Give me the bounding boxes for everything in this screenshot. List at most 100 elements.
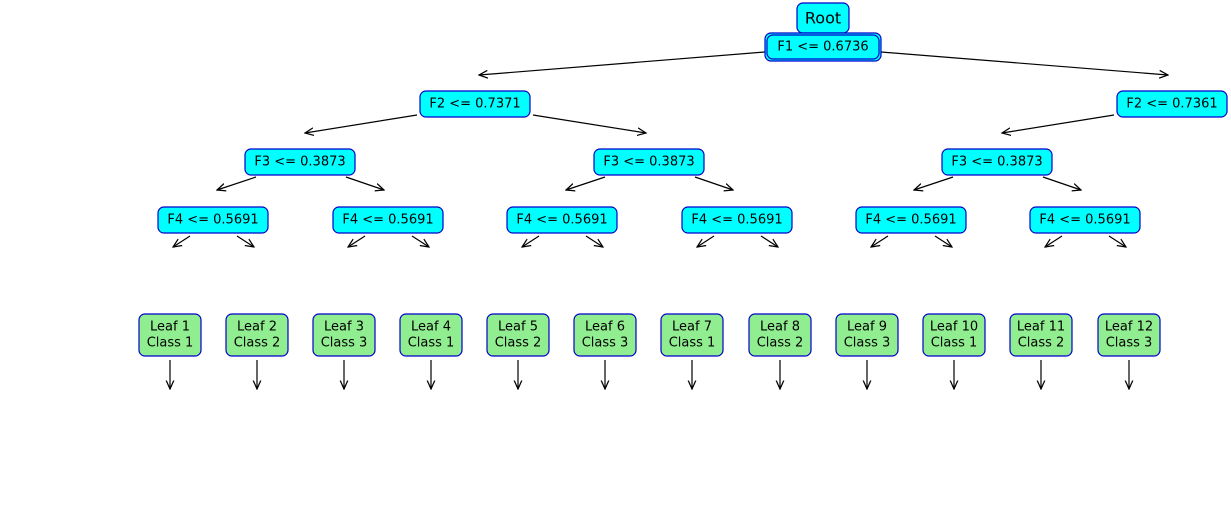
edge-f2-2-left [1002, 114, 1115, 133]
leaf-node-6-box [573, 313, 637, 357]
leaf-node-9-box [835, 313, 899, 357]
edge-f4-5-left [871, 235, 889, 247]
leaf-node-1-box [138, 313, 202, 357]
split-node-f2-2-box [1116, 90, 1228, 118]
split-node-f1-label: F1 <= 0.6736 [777, 40, 868, 55]
leaf-node-9-label-line2: Class 3 [844, 335, 891, 350]
edge-f3-1-right [345, 176, 384, 190]
edge-f3-1-left [217, 176, 257, 190]
split-node-f2-1-box [419, 90, 531, 118]
edge-f2-1-right [532, 114, 646, 133]
split-node-f3-3: F3 <= 0.3873 [941, 148, 1053, 176]
edge-f1-left [479, 51, 766, 75]
edge-f4-1-right [236, 235, 254, 247]
split-node-f3-1-box [244, 148, 356, 176]
leaf-node-3-label-line1: Leaf 3 [324, 320, 364, 335]
leaf-node-12-label-line1: Leaf 12 [1105, 320, 1153, 335]
leaf-node-1-label-line2: Class 1 [147, 335, 194, 350]
edge-f3-3-left [914, 176, 954, 190]
leaf-node-6-label-line2: Class 3 [582, 335, 629, 350]
edge-f3-3-right [1042, 176, 1081, 190]
leaf-node-1-label-line1: Leaf 1 [150, 320, 190, 335]
edge-f4-2-left [348, 235, 366, 247]
tree-nodes: Root F1 <= 0.6736 F2 <= 0.7371 F2 <= 0.7361… [138, 2, 1228, 357]
split-node-f2-2: F2 <= 0.7361 [1116, 90, 1228, 118]
edge-f3-2-right [694, 176, 733, 190]
edge-f4-1-left [173, 235, 191, 247]
root-node-label: Root [805, 9, 841, 28]
split-node-f3-1-label: F3 <= 0.3873 [254, 155, 345, 170]
leaf-node-6-label-line1: Leaf 6 [585, 320, 625, 335]
leaf-node-8-label-line1: Leaf 8 [760, 320, 800, 335]
split-node-f4-6-label: F4 <= 0.5691 [1039, 213, 1130, 228]
edge-f4-2-right [411, 235, 429, 247]
split-node-f4-3: F4 <= 0.5691 [506, 206, 618, 234]
leaf-node-2-label-line1: Leaf 2 [237, 320, 277, 335]
leaf-node-9-label-line1: Leaf 9 [847, 320, 887, 335]
leaf-node-3-label-line2: Class 3 [321, 335, 368, 350]
split-node-f1-box [766, 34, 880, 60]
edge-f4-6-right [1108, 235, 1126, 247]
leaf-node-5-box [486, 313, 550, 357]
tree-edges [170, 51, 1168, 389]
edge-f4-6-left [1045, 235, 1063, 247]
leaf-node-2-label-line2: Class 2 [234, 335, 281, 350]
split-node-f2-2-label: F2 <= 0.7361 [1126, 97, 1217, 112]
split-node-f4-1: F4 <= 0.5691 [157, 206, 269, 234]
split-node-f4-1-box [157, 206, 269, 234]
split-node-f4-5: F4 <= 0.5691 [855, 206, 967, 234]
root-node: Root [796, 2, 850, 34]
edge-f4-5-right [934, 235, 952, 247]
leaf-node-11-box [1009, 313, 1073, 357]
split-node-f3-1: F3 <= 0.3873 [244, 148, 356, 176]
split-node-f4-2-box [332, 206, 444, 234]
edge-f4-3-left [522, 235, 540, 247]
split-node-f4-3-label: F4 <= 0.5691 [516, 213, 607, 228]
split-node-f4-6-box [1029, 206, 1141, 234]
leaf-node-8-label-line2: Class 2 [757, 335, 804, 350]
edge-f3-2-left [566, 176, 606, 190]
split-node-f3-2-box [593, 148, 705, 176]
leaf-node-11-label-line2: Class 2 [1018, 335, 1065, 350]
leaf-node-11-label-line1: Leaf 11 [1017, 320, 1065, 335]
leaf-node-5-label-line2: Class 2 [495, 335, 542, 350]
edge-f1-right [880, 51, 1168, 75]
edge-f2-1-left [305, 114, 418, 133]
split-node-f4-3-box [506, 206, 618, 234]
leaf-node-3-box [312, 313, 376, 357]
split-node-f4-1-label: F4 <= 0.5691 [167, 213, 258, 228]
edge-f4-3-right [585, 235, 603, 247]
split-node-f4-5-label: F4 <= 0.5691 [865, 213, 956, 228]
split-node-f2-1: F2 <= 0.7371 [419, 90, 531, 118]
split-node-f4-6: F4 <= 0.5691 [1029, 206, 1141, 234]
edge-f4-4-left [697, 235, 715, 247]
split-node-f2-1-label: F2 <= 0.7371 [429, 97, 520, 112]
split-node-f1: F1 <= 0.6736 [764, 32, 882, 62]
leaf-node-2-box [225, 313, 289, 357]
split-node-f4-4-box [681, 206, 793, 234]
leaf-node-4-label-line1: Leaf 4 [411, 320, 451, 335]
leaf-node-10-label-line1: Leaf 10 [930, 320, 978, 335]
leaf-node-12-label-line2: Class 3 [1106, 335, 1153, 350]
leaf-node-5-label-line1: Leaf 5 [498, 320, 538, 335]
split-node-f3-2: F3 <= 0.3873 [593, 148, 705, 176]
split-node-f3-3-box [941, 148, 1053, 176]
leaf-node-4-box [399, 313, 463, 357]
split-node-f4-4: F4 <= 0.5691 [681, 206, 793, 234]
leaf-node-7-label-line1: Leaf 7 [672, 320, 712, 335]
leaf-node-10-box [922, 313, 986, 357]
split-node-f4-4-label: F4 <= 0.5691 [691, 213, 782, 228]
leaf-node-7-label-line2: Class 1 [669, 335, 716, 350]
split-node-f3-2-label: F3 <= 0.3873 [603, 155, 694, 170]
